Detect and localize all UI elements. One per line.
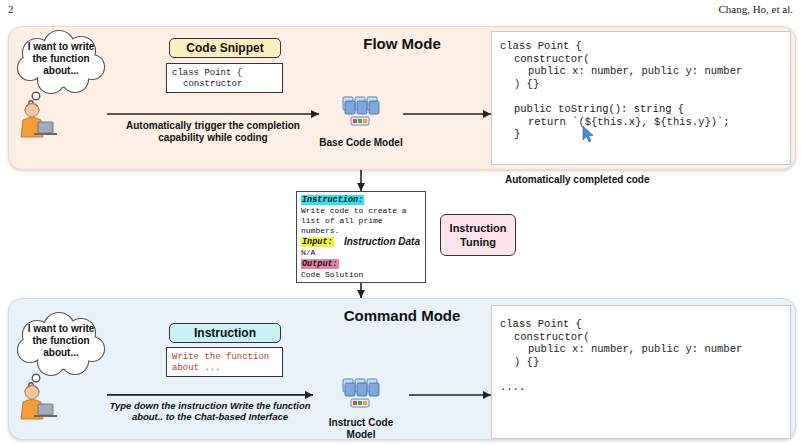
- laptop-screen: [38, 404, 53, 415]
- thought-dot: [32, 92, 40, 100]
- running-header: Chang, Ho, et al.: [718, 3, 793, 16]
- code-line: class Point {: [172, 68, 242, 79]
- model-block: [345, 101, 355, 114]
- model-icon: [343, 379, 379, 407]
- model-block: [343, 379, 353, 392]
- flow-arrow: [409, 394, 491, 396]
- model-block: [369, 101, 379, 114]
- model-chip: [353, 119, 357, 123]
- model-block: [343, 97, 353, 110]
- edge-label: Automatically trigger the completion cap…: [113, 120, 313, 144]
- model-chip: [358, 119, 362, 123]
- person-figure: [21, 385, 57, 419]
- mode-band: Command ModeI want to write the function…: [8, 298, 796, 440]
- model-block: [355, 97, 365, 110]
- code-line: public toString(): string {: [514, 103, 684, 116]
- person-hair: [25, 386, 40, 393]
- box-title: Instruction Data: [344, 236, 420, 248]
- code-snippet: class Point {constructor: [166, 63, 283, 93]
- model-name: Base Code Model: [319, 137, 403, 149]
- flow-arrow: [360, 283, 362, 298]
- thought-dot: [29, 383, 33, 387]
- edge-label: Type down the instruction Write the func…: [104, 400, 316, 422]
- process-label: Instruction Tuning: [441, 221, 515, 249]
- field-value: Code Solution: [301, 270, 363, 280]
- model-box: Instruct Code Model: [313, 377, 409, 437]
- code-line: ....: [500, 381, 525, 394]
- laptop-screen: [38, 122, 53, 133]
- instruction-data: Instruction:Write code to create a list …: [296, 191, 426, 283]
- model-box: Base Code Model: [319, 97, 403, 151]
- code-line: class Point {: [500, 318, 582, 331]
- person-head: [25, 385, 39, 399]
- model-block: [345, 383, 355, 396]
- code-output: class Point {constructor(public x: numbe…: [491, 305, 791, 439]
- thought-text: I want to write the function about...: [23, 41, 99, 77]
- code-line: public x: number, public y: number: [528, 65, 742, 78]
- model-chip: [363, 119, 367, 123]
- model-chip: [353, 401, 357, 405]
- flow-arrow: [107, 113, 319, 115]
- laptop-base: [34, 133, 57, 135]
- code-line: ) {}: [514, 78, 539, 91]
- box-header: Code Snippet: [170, 39, 280, 57]
- flow-arrow: [107, 394, 313, 396]
- model-icon: [343, 97, 379, 125]
- process-box: Instruction Tuning: [440, 214, 516, 256]
- box-header: Instruction: [170, 324, 280, 342]
- model-block: [357, 101, 367, 114]
- code-line: constructor(: [514, 331, 590, 344]
- model-chip: [358, 401, 362, 405]
- page-number: 2: [8, 3, 14, 16]
- mode-band: Flow ModeI want to write the function ab…: [8, 26, 796, 170]
- mouse-cursor: [583, 126, 593, 142]
- code-line: return `(${this.x}, ${this.y})`;: [528, 116, 730, 129]
- instruction-input: Write the function about ...: [166, 347, 283, 377]
- model-block: [367, 97, 377, 110]
- model-chip: [363, 401, 367, 405]
- model-block: [355, 379, 365, 392]
- model-block: [369, 383, 379, 396]
- person-body: [21, 118, 43, 138]
- thought-dot: [29, 101, 33, 105]
- person-hair: [25, 104, 40, 111]
- output-caption: Automatically completed code: [505, 174, 649, 186]
- field-value: Write code to create a list of all prime…: [301, 206, 423, 236]
- code-line: class Point {: [500, 40, 582, 53]
- instruction-header: Instruction: [169, 323, 281, 343]
- code-line: }: [514, 128, 520, 141]
- thought-text: I want to write the function about...: [23, 323, 99, 359]
- code-output: class Point {constructor(public x: numbe…: [491, 31, 791, 165]
- field-key: Instruction:: [301, 195, 364, 205]
- person-head: [25, 103, 39, 117]
- code-line: public x: number, public y: number: [528, 343, 742, 356]
- thought-bubble: I want to write the function about...: [15, 31, 107, 141]
- model-block: [357, 383, 367, 396]
- flow-arrow: [360, 170, 362, 191]
- instruction-text: Write the function about ...: [172, 352, 280, 374]
- model-name: Instruct Code Model: [313, 417, 409, 441]
- code-line: ) {}: [514, 356, 539, 369]
- code-line: constructor: [183, 79, 242, 90]
- field-value: N/A: [301, 248, 315, 258]
- person-body: [21, 400, 43, 420]
- thought-bubble: I want to write the function about...: [15, 313, 107, 439]
- flow-arrow: [403, 113, 491, 115]
- model-base: [351, 117, 369, 125]
- thought-dot: [32, 374, 40, 382]
- laptop-base: [34, 415, 57, 417]
- field-key: Input:: [301, 237, 334, 247]
- code-line: constructor(: [514, 53, 590, 66]
- model-base: [351, 399, 369, 407]
- person-figure: [21, 103, 57, 137]
- model-block: [367, 379, 377, 392]
- field-key: Output:: [301, 259, 339, 269]
- snippet-header: Code Snippet: [169, 38, 281, 58]
